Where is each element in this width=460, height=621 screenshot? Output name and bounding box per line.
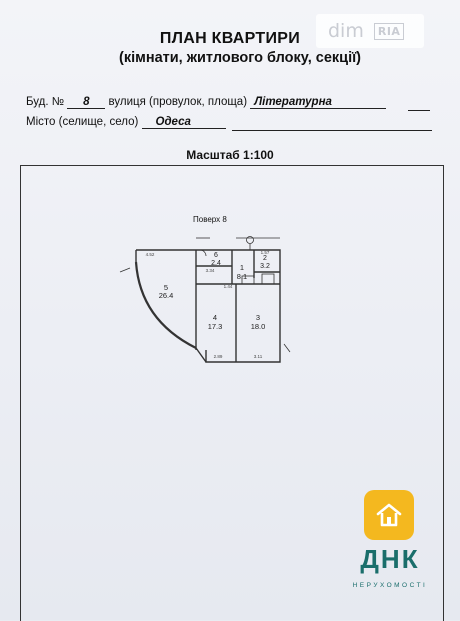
floor-label: Поверх 8 xyxy=(193,215,227,224)
street-value: Літературна xyxy=(250,96,387,109)
street-label: вулиця (провулок, площа) xyxy=(108,96,248,108)
dimension-label: 1.44 xyxy=(224,284,233,289)
room-1-area: 8.1 xyxy=(237,272,247,281)
fixture xyxy=(261,273,275,285)
plan-frame xyxy=(20,165,444,621)
city-row: Місто (селище, село) Одеса xyxy=(26,116,226,129)
room-1-number: 1 xyxy=(240,263,244,272)
address-row: Буд. № 8 вулиця (провулок, площа) Літера… xyxy=(26,96,387,109)
dimension-label: 4.52 xyxy=(146,252,155,257)
room-2-area: 3.2 xyxy=(260,263,270,270)
dimension-label: 3.34 xyxy=(206,268,215,273)
building-label: Буд. № xyxy=(26,96,65,108)
room-2-number: 2 xyxy=(263,255,267,262)
dimension-label: 1.57 xyxy=(261,250,270,255)
room-6-number: 6 xyxy=(214,252,218,259)
scale-label: Масштаб 1:100 xyxy=(186,148,274,162)
room-6-area: 2.4 xyxy=(211,260,221,267)
agency-logo xyxy=(364,490,414,540)
room-5-number: 5 xyxy=(164,283,168,292)
city-underline xyxy=(232,130,432,131)
room-5-area: 26.4 xyxy=(159,291,174,300)
document-title: ПЛАН КВАРТИРИ xyxy=(159,30,301,47)
brand-name: ДНК xyxy=(360,544,420,574)
room-4-area: 17.3 xyxy=(208,322,223,331)
dimension-label: 2.89 xyxy=(214,354,223,359)
curved-wall xyxy=(134,261,197,349)
building-number: 8 xyxy=(67,96,106,109)
watermark-badge: RIA xyxy=(373,22,405,40)
watermark-text: dim xyxy=(328,20,364,42)
house-icon xyxy=(376,503,402,527)
address-underline xyxy=(408,110,430,111)
brand-tagline: НЕРУХОМОСТІ xyxy=(352,582,428,589)
watermark-logo: dim RIA xyxy=(316,14,424,48)
entrance-mark xyxy=(246,236,254,244)
room-3-area: 18.0 xyxy=(251,322,266,331)
room-3-number: 3 xyxy=(256,313,260,322)
outer-wall xyxy=(136,249,281,363)
document-subtitle: (кімнати, житлового блоку, секції) xyxy=(118,50,362,66)
room-4-number: 4 xyxy=(213,313,217,322)
city-value: Одеса xyxy=(141,116,226,129)
city-label: Місто (селище, село) xyxy=(26,116,139,128)
dimension-label: 3.11 xyxy=(254,354,263,359)
